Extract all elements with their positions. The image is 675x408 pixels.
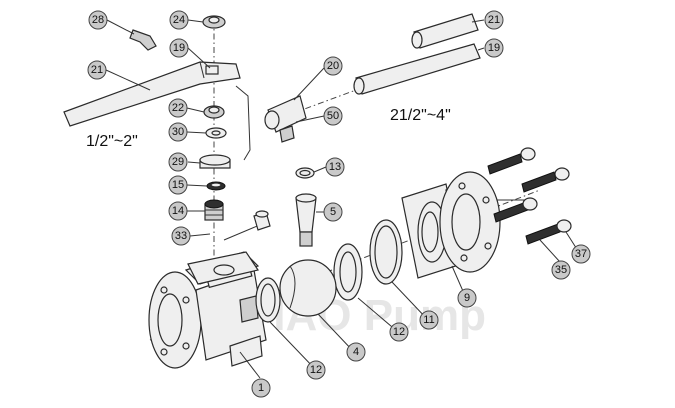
svg-text:19: 19 bbox=[488, 42, 500, 54]
svg-text:11: 11 bbox=[423, 314, 434, 326]
callout-24: 24 bbox=[169, 10, 189, 30]
part-tube-21 bbox=[411, 13, 479, 49]
callout-11: 11 bbox=[419, 310, 439, 330]
part-clip bbox=[129, 29, 157, 51]
svg-text:4: 4 bbox=[353, 346, 359, 358]
part-endcap-9 bbox=[401, 171, 501, 279]
part-mount-pad bbox=[187, 251, 259, 285]
svg-text:35: 35 bbox=[555, 264, 567, 276]
callout-35: 35 bbox=[551, 260, 571, 280]
callout-20: 20 bbox=[323, 56, 343, 76]
part-washer-30 bbox=[205, 127, 227, 139]
callout-21: 21 bbox=[87, 60, 107, 80]
callout-19-top: 19 bbox=[484, 38, 504, 58]
callout-1: 1 bbox=[251, 378, 271, 398]
callout-21-top: 21 bbox=[484, 10, 504, 30]
part-seat-12-right bbox=[333, 243, 363, 301]
part-packing-14 bbox=[204, 199, 224, 221]
svg-text:24: 24 bbox=[173, 14, 185, 26]
link-line bbox=[235, 85, 251, 161]
callout-19: 19 bbox=[169, 38, 189, 58]
svg-text:9: 9 bbox=[464, 292, 470, 304]
callout-29: 29 bbox=[168, 152, 188, 172]
part-tube-19 bbox=[353, 43, 481, 95]
part-gasket-11 bbox=[369, 219, 403, 285]
callout-15: 15 bbox=[168, 175, 188, 195]
svg-text:28: 28 bbox=[92, 14, 104, 26]
part-adapter-20 bbox=[264, 95, 307, 143]
size-label-small: 1/2"~2" bbox=[86, 133, 138, 150]
svg-text:33: 33 bbox=[175, 230, 187, 242]
svg-text:1: 1 bbox=[258, 382, 264, 394]
svg-text:21: 21 bbox=[91, 64, 103, 76]
svg-text:29: 29 bbox=[172, 156, 184, 168]
callout-9: 9 bbox=[457, 288, 477, 308]
part-lock-33 bbox=[253, 210, 271, 231]
svg-text:50: 50 bbox=[327, 110, 339, 122]
part-stem-5 bbox=[295, 193, 317, 247]
part-top-nut bbox=[202, 15, 226, 29]
callout-28: 28 bbox=[88, 10, 108, 30]
part-seat-12-left bbox=[255, 277, 281, 323]
part-ring-13 bbox=[295, 167, 315, 179]
part-ring-15 bbox=[206, 181, 226, 191]
size-label-large: 21/2"~4" bbox=[390, 107, 451, 124]
callout-4: 4 bbox=[346, 342, 366, 362]
svg-text:22: 22 bbox=[172, 102, 184, 114]
part-nut-22 bbox=[203, 105, 225, 119]
svg-text:13: 13 bbox=[329, 161, 341, 173]
svg-text:20: 20 bbox=[327, 60, 339, 72]
callout-13: 13 bbox=[325, 157, 345, 177]
lock-line bbox=[223, 223, 263, 241]
svg-text:15: 15 bbox=[172, 179, 184, 191]
part-bolts-35 bbox=[487, 153, 561, 245]
svg-text:37: 37 bbox=[575, 248, 587, 260]
callout-5: 5 bbox=[323, 202, 343, 222]
svg-text:14: 14 bbox=[172, 205, 184, 217]
svg-text:30: 30 bbox=[172, 126, 184, 138]
part-small-handle bbox=[63, 61, 241, 127]
part-ball-4 bbox=[279, 259, 337, 317]
callout-14: 14 bbox=[168, 201, 188, 221]
callout-33: 33 bbox=[171, 226, 191, 246]
svg-text:21: 21 bbox=[488, 14, 500, 26]
callout-12-left: 12 bbox=[306, 360, 326, 380]
part-nuts-37 bbox=[520, 147, 572, 233]
callout-30: 30 bbox=[168, 122, 188, 142]
svg-text:5: 5 bbox=[330, 206, 336, 218]
svg-text:12: 12 bbox=[393, 326, 405, 338]
callout-37: 37 bbox=[571, 244, 591, 264]
svg-text:12: 12 bbox=[310, 364, 322, 376]
part-gland-29 bbox=[199, 154, 231, 169]
svg-text:19: 19 bbox=[173, 42, 185, 54]
callout-22: 22 bbox=[168, 98, 188, 118]
callout-12-right: 12 bbox=[389, 322, 409, 342]
callout-50: 50 bbox=[323, 106, 343, 126]
